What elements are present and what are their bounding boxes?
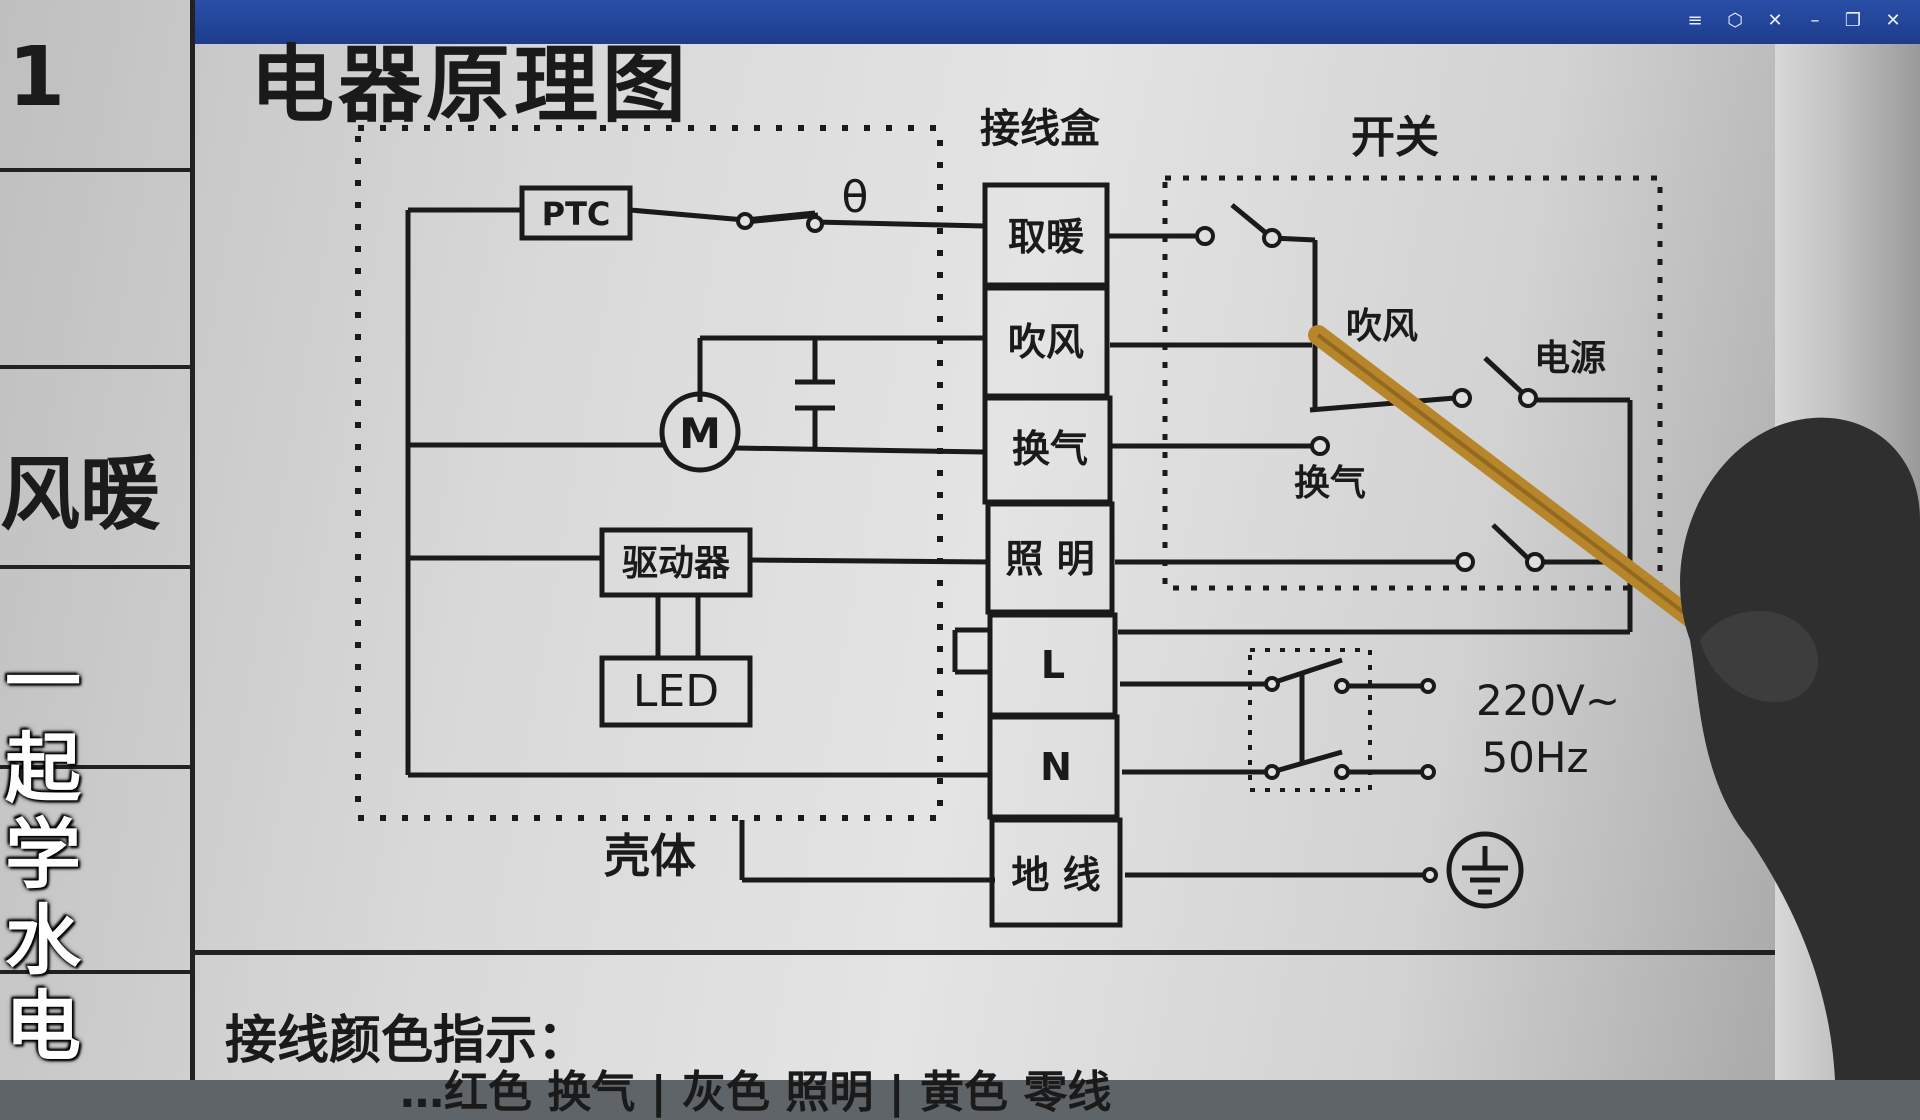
- shell-label: 壳体: [604, 829, 696, 883]
- terminal-neutral: N: [1040, 745, 1072, 789]
- page-title: 电器原理图: [250, 36, 691, 134]
- close-icon[interactable]: ✕: [1885, 10, 1901, 31]
- ptc-label: PTC: [542, 195, 611, 233]
- minimize-icon[interactable]: –: [1810, 10, 1820, 31]
- breaker-boundary: [1248, 648, 1372, 792]
- left-table-column: 1 风暖: [0, 0, 195, 1080]
- terminal-vent: 换气: [1012, 427, 1088, 471]
- fullscreen-icon[interactable]: ✕: [1767, 10, 1783, 31]
- switch-panel-label: 开关: [1351, 112, 1439, 163]
- window-titlebar: ≡ ⬡ ✕ – ❐ ✕: [190, 0, 1920, 44]
- hand: [1680, 417, 1920, 1080]
- terminal-heat: 取暖: [1008, 215, 1085, 259]
- ptc-box: [519, 185, 633, 241]
- table-rule: [0, 970, 190, 974]
- motor-label: M: [679, 409, 721, 458]
- table-rule: [0, 765, 190, 769]
- paper-sheet: [0, 0, 1780, 1080]
- table-rule: [0, 565, 190, 569]
- pin-icon[interactable]: ⬡: [1727, 10, 1743, 31]
- maximize-icon[interactable]: ❐: [1844, 10, 1862, 31]
- terminal-light: 照 明: [1005, 537, 1094, 581]
- motor-symbol: [659, 391, 741, 473]
- row-label: 风暖: [0, 448, 160, 541]
- led-box: [599, 655, 753, 728]
- section-rule: [190, 950, 1775, 955]
- led-label: LED: [633, 666, 719, 717]
- wiring-diagram: 接线盒 开关 取暖 吹风 换气 照 明 L N 地 线 PTC θ M 驱动器 …: [355, 106, 1663, 928]
- terminal-blow: 吹风: [1008, 320, 1084, 364]
- channel-watermark: 一起学水电: [5, 638, 81, 1071]
- thermostat-symbol: θ: [842, 172, 869, 223]
- unit-boundary: [355, 125, 943, 821]
- menu-icon[interactable]: ≡: [1687, 10, 1703, 31]
- switch-blow-label: 吹风: [1346, 306, 1418, 347]
- driver-box: [599, 527, 753, 598]
- ground-symbol: [1446, 831, 1524, 909]
- switch-power-label: 电源: [1534, 338, 1606, 379]
- table-rule: [0, 365, 190, 369]
- switch-vent-label: 换气: [1294, 463, 1366, 504]
- voltage-label: 220V~: [1476, 676, 1620, 725]
- pointer-hand: [1308, 325, 1920, 1080]
- row-number: 1: [8, 30, 66, 125]
- junction-box-label: 接线盒: [980, 106, 1101, 152]
- switch-boundary: [1162, 175, 1663, 591]
- table-rule: [0, 168, 190, 172]
- driver-label: 驱动器: [622, 543, 731, 584]
- frequency-label: 50Hz: [1481, 733, 1588, 782]
- terminal-live: L: [1041, 643, 1065, 687]
- wire-color-heading: 接线颜色指示：: [225, 1011, 590, 1071]
- terminal-ground: 地 线: [1011, 853, 1100, 897]
